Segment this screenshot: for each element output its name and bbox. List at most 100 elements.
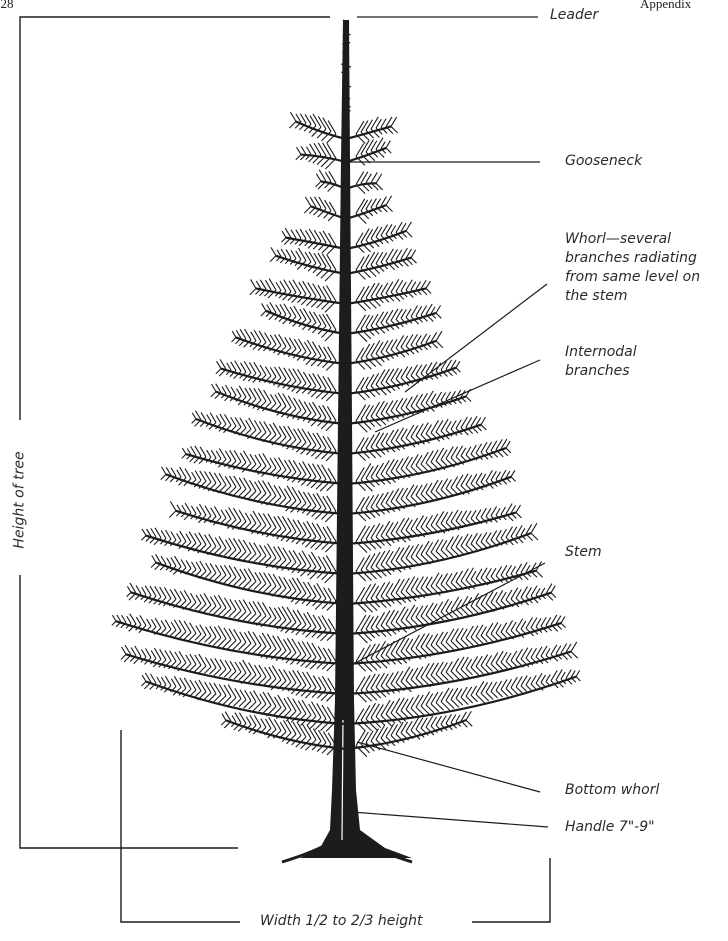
needle (191, 569, 196, 574)
needle (122, 647, 126, 654)
gooseneck-label: Gooseneck (565, 152, 642, 171)
needle (298, 520, 306, 534)
needle (238, 539, 246, 552)
needle (294, 306, 301, 318)
needle (323, 286, 331, 299)
needle (302, 700, 311, 715)
needle (298, 701, 306, 714)
needle (318, 616, 326, 629)
needle (366, 569, 377, 580)
needle (411, 717, 419, 730)
needle (264, 422, 271, 434)
needle (218, 595, 226, 608)
needle (141, 650, 146, 658)
needle (376, 342, 383, 354)
needle (328, 649, 336, 662)
needle (170, 630, 176, 636)
needle (282, 231, 286, 238)
needle (576, 670, 580, 676)
needle (361, 732, 368, 744)
needle (323, 731, 331, 744)
needle (466, 720, 472, 726)
needle (328, 347, 336, 361)
needle (216, 369, 221, 374)
needle (356, 467, 364, 481)
whorl-callout-line (405, 284, 547, 392)
needle (386, 610, 395, 624)
needle (376, 174, 382, 184)
needle (356, 587, 365, 602)
needle (466, 607, 473, 614)
needle (245, 429, 251, 435)
needle (222, 387, 226, 394)
needle (141, 536, 146, 541)
needle (371, 616, 378, 628)
needle (243, 600, 251, 613)
needle (293, 460, 301, 473)
needle (262, 603, 271, 617)
needle (496, 472, 501, 480)
needle (129, 593, 136, 600)
needle (541, 588, 545, 594)
needle (501, 529, 506, 538)
needle (371, 432, 380, 447)
needle (322, 254, 331, 268)
needle (426, 391, 433, 403)
needle (303, 462, 311, 476)
needle (411, 282, 416, 290)
needle (318, 556, 326, 569)
needle (144, 682, 151, 689)
needle (406, 605, 415, 620)
needle (511, 661, 518, 668)
needle (328, 377, 336, 391)
needle (253, 690, 261, 703)
needle (328, 120, 336, 133)
needle (376, 525, 383, 537)
needle (258, 389, 266, 402)
needle (170, 501, 176, 510)
needle (292, 487, 301, 502)
needle (288, 720, 296, 734)
needle (209, 573, 216, 580)
needle (486, 508, 491, 516)
needle (214, 547, 221, 554)
needle (376, 119, 381, 128)
needle (210, 668, 216, 674)
needle (481, 627, 486, 636)
needle (366, 374, 374, 387)
needle (446, 392, 451, 400)
needle (323, 314, 331, 328)
dimension-lines (20, 17, 550, 922)
needle (446, 583, 453, 590)
needle (296, 251, 301, 260)
needle (371, 314, 378, 326)
needle (186, 560, 191, 568)
needle (268, 514, 276, 528)
needle (471, 593, 479, 606)
needle (318, 143, 326, 156)
needle (376, 641, 386, 657)
needle (282, 606, 291, 621)
needle (366, 140, 373, 152)
needle (273, 574, 281, 587)
height-label: Height of tree (11, 451, 30, 548)
needle (371, 704, 379, 718)
needle (356, 144, 364, 157)
needle (219, 669, 226, 676)
needle (436, 632, 443, 644)
tree-illustration (112, 20, 581, 862)
needle (220, 518, 226, 524)
needle (571, 652, 578, 659)
needle (466, 626, 473, 638)
needle (302, 551, 311, 566)
needle (446, 447, 453, 459)
needle (319, 677, 326, 689)
needle (192, 419, 196, 423)
needle (391, 225, 396, 233)
needle (121, 654, 126, 659)
needle (456, 698, 463, 705)
needle (506, 653, 511, 661)
needle (361, 120, 368, 132)
needle (406, 485, 414, 498)
needle (516, 505, 521, 513)
